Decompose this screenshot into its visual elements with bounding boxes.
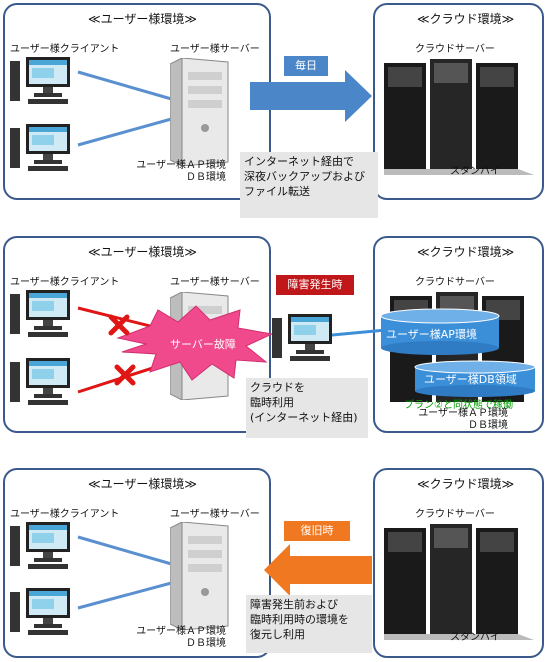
ap-env-label-2: ユーザー様ＡＰ環境 ＤＢ環境	[418, 408, 508, 431]
user-env-title-2: ≪ユーザー様環境≫	[88, 245, 197, 259]
client-pc-icon	[10, 124, 70, 171]
cloud-server-rack-icon	[384, 524, 534, 640]
restore-note: 障害発生前および 臨時利用時の環境を 復元し利用	[246, 595, 372, 653]
server-label-3: ユーザー様サーバー	[170, 509, 260, 520]
client-pc-icon	[10, 588, 70, 635]
disconnect-x-icon	[114, 364, 136, 386]
client-pc-icon	[10, 358, 70, 405]
server-tower-icon	[170, 58, 229, 166]
standby-label-3: スタンバイ	[450, 632, 500, 643]
server-label-1: ユーザー様サーバー	[170, 44, 260, 55]
client-pc-icon	[10, 57, 70, 104]
standby-label-1: スタンバイ	[450, 166, 500, 177]
plan-status-note: プラン②と同状態で稼働	[404, 400, 513, 411]
client-pc-icon	[10, 522, 70, 569]
db-area-cylinder	[414, 360, 536, 397]
daily-label: 毎日	[284, 56, 328, 76]
cloud-env-title-3: ≪クラウド環境≫	[417, 477, 515, 491]
cloud-server-label-3: クラウドサーバー	[415, 509, 495, 520]
recovery-label: 復旧時	[284, 521, 350, 541]
client-pc-icon	[272, 314, 332, 361]
temporary-use-note: クラウドを 臨時利用 (インターネット経由)	[246, 378, 368, 438]
client-label-1: ユーザー様クライアント	[10, 44, 120, 55]
server-failure-label: サーバー故障	[170, 338, 236, 351]
ap-environment-cylinder	[380, 308, 500, 355]
ap-env-label-3: ユーザー様ＡＰ環境 ＤＢ環境	[136, 626, 226, 649]
server-tower-icon	[170, 522, 229, 630]
cloud-server-rack-icon	[384, 59, 534, 175]
client-label-2: ユーザー様クライアント	[10, 277, 120, 288]
user-env-title-3: ≪ユーザー様環境≫	[88, 477, 197, 491]
backup-note-1: インターネット経由で 深夜バックアップおよび ファイル転送	[240, 152, 378, 218]
ap-environment-cylinder-label: ユーザー様AP環境	[386, 328, 477, 341]
cloud-server-label-2: クラウドサーバー	[415, 277, 495, 288]
db-area-cylinder-label: ユーザー様DB領域	[424, 373, 517, 386]
server-label-2: ユーザー様サーバー	[170, 277, 260, 288]
cloud-env-title-2: ≪クラウド環境≫	[417, 245, 515, 259]
failure-occurrence-tag: 障害発生時	[276, 275, 354, 295]
client-pc-icon	[10, 290, 70, 337]
client-label-3: ユーザー様クライアント	[10, 509, 120, 520]
cloud-server-label-1: クラウドサーバー	[415, 44, 495, 55]
user-env-title-1: ≪ユーザー様環境≫	[88, 12, 197, 26]
ap-env-label-1: ユーザー様ＡＰ環境 ＤＢ環境	[136, 160, 226, 183]
disconnect-x-icon	[108, 314, 130, 336]
cloud-env-title-1: ≪クラウド環境≫	[417, 12, 515, 26]
